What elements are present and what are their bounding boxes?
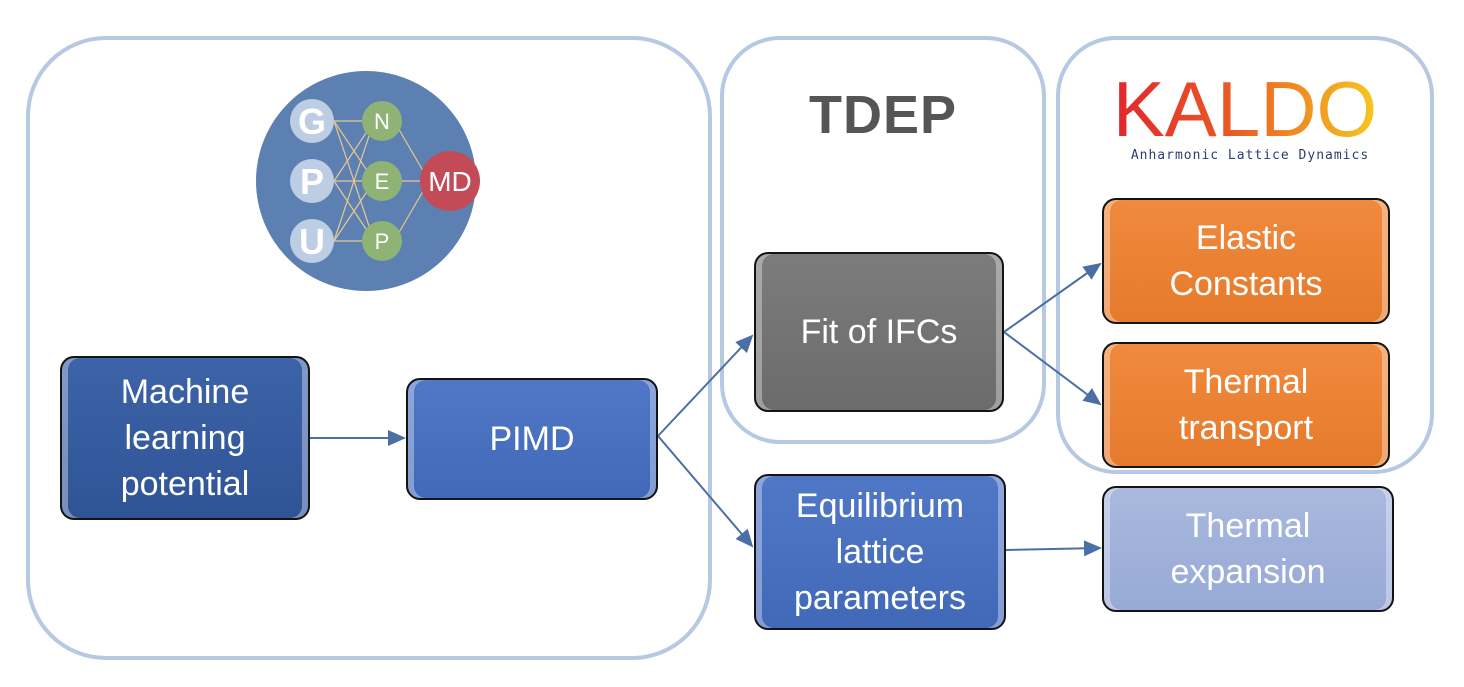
thermal-transport-box: Thermal transport bbox=[1102, 342, 1390, 468]
kaldo-subtitle: Anharmonic Lattice Dynamics bbox=[1130, 148, 1370, 163]
md-node: MD bbox=[420, 151, 480, 211]
kaldo-logo-text: KALDO bbox=[1113, 66, 1377, 144]
elastic-constants-box: Elastic Constants bbox=[1102, 198, 1390, 324]
fit-of-ifcs-box: Fit of IFCs bbox=[754, 252, 1004, 412]
gpu-nodes: G P U bbox=[290, 99, 334, 263]
nep-letter-p: P bbox=[375, 229, 390, 254]
nep-letter-n: N bbox=[374, 109, 390, 134]
nep-nodes: N E P bbox=[362, 101, 402, 261]
gpumd-logo: G P U N E P MD bbox=[256, 71, 480, 291]
kaldo-logo: KALDO bbox=[1113, 66, 1377, 144]
arrow-equilibrium-to-expansion bbox=[1005, 540, 1102, 557]
gpu-letter-p: P bbox=[300, 161, 324, 202]
tdep-title: TDEP bbox=[808, 85, 958, 145]
gpu-letter-u: U bbox=[299, 221, 325, 262]
md-label: MD bbox=[428, 166, 472, 197]
machine-learning-potential-box: Machine learning potential bbox=[60, 356, 310, 520]
pimd-box: PIMD bbox=[406, 378, 658, 500]
thermal-expansion-box: Thermal expansion bbox=[1102, 486, 1394, 612]
gpu-letter-g: G bbox=[298, 101, 326, 142]
nep-letter-e: E bbox=[375, 169, 390, 194]
equilibrium-lattice-parameters-box: Equilibrium lattice parameters bbox=[754, 474, 1006, 630]
